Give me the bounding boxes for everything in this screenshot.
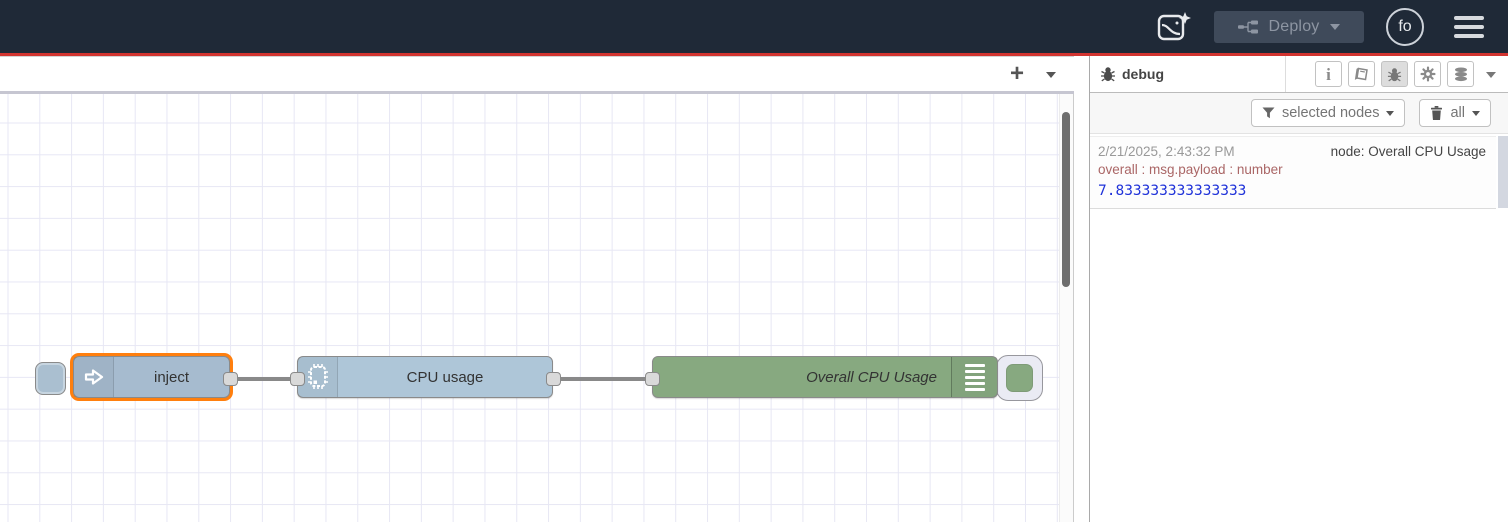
sidebar-header: debug i [1090, 56, 1508, 93]
filter-button-label: selected nodes [1281, 105, 1380, 121]
debug-message-value[interactable]: 7.833333333333333 [1098, 183, 1247, 199]
inject-trigger-button[interactable] [35, 362, 66, 395]
debug-input-port[interactable] [644, 372, 660, 386]
tab-debug[interactable]: debug [1090, 56, 1286, 92]
avatar-initials: fo [1398, 17, 1412, 35]
config-nodes-button[interactable] [1414, 61, 1441, 87]
clear-caret-icon [1472, 110, 1480, 116]
debug-message-timestamp: 2/21/2025, 2:43:32 PM [1098, 144, 1235, 159]
debug-message-meta: 2/21/2025, 2:43:32 PM node: Overall CPU … [1098, 143, 1486, 160]
sidebar-scrollbar-thumb[interactable] [1498, 136, 1508, 208]
inject-node-label: inject [153, 368, 190, 386]
wire-inject-to-cpu[interactable] [230, 377, 300, 381]
debug-toolbar: selected nodes all [1090, 93, 1508, 134]
debug-message-list[interactable]: 2/21/2025, 2:43:32 PM node: Overall CPU … [1090, 134, 1508, 522]
debug-message-property-path: overall : msg.payload : number [1098, 162, 1283, 177]
hamburger-icon [1454, 15, 1484, 20]
context-data-button[interactable] [1447, 61, 1474, 87]
debug-message[interactable]: 2/21/2025, 2:43:32 PM node: Overall CPU … [1090, 136, 1496, 209]
inject-node[interactable]: inject [73, 356, 230, 398]
canvas-vertical-scrollbar-thumb[interactable] [1062, 112, 1070, 287]
deploy-icon [1238, 20, 1259, 34]
add-flow-button[interactable]: + [1009, 60, 1024, 87]
trash-icon [1430, 106, 1443, 120]
flow-canvas[interactable]: inject CPU usage Overall CPU Usage [0, 94, 1074, 522]
debug-toggle-button[interactable] [996, 355, 1043, 401]
deploy-button[interactable]: Deploy [1214, 10, 1364, 43]
filter-caret-icon [1386, 110, 1395, 116]
deploy-button-label: Deploy [1268, 17, 1320, 35]
database-icon [1453, 67, 1469, 82]
book-icon [1354, 67, 1370, 82]
debug-toggle-state [1006, 364, 1033, 392]
cpu-chip-icon [298, 357, 338, 397]
info-tab-button[interactable]: i [1315, 61, 1342, 87]
inject-arrow-icon [74, 357, 114, 397]
deploy-caret-icon[interactable] [1329, 23, 1340, 30]
header-bar: Deploy fo [0, 0, 1508, 53]
debug-clear-button[interactable]: all [1419, 99, 1491, 127]
workspace-tab-bar: + [0, 56, 1074, 94]
info-icon: i [1326, 64, 1331, 84]
debug-filter-button[interactable]: selected nodes [1250, 99, 1406, 127]
cpu-input-port[interactable] [289, 372, 305, 386]
help-tab-button[interactable] [1348, 61, 1375, 87]
sidebar-tool-buttons: i [1286, 61, 1508, 87]
bug-icon [1100, 66, 1116, 82]
debug-list-icon [951, 357, 997, 397]
inject-output-port[interactable] [222, 372, 238, 386]
cpu-usage-node[interactable]: CPU usage [297, 356, 553, 398]
debug-tab-label: debug [1122, 66, 1164, 82]
cpu-usage-node-label: CPU usage [406, 368, 484, 386]
ai-assistant-icon[interactable] [1156, 10, 1192, 44]
user-avatar[interactable]: fo [1386, 7, 1424, 46]
bug-icon [1387, 67, 1402, 82]
funnel-icon [1262, 107, 1275, 119]
flow-list-caret-icon[interactable] [1044, 63, 1058, 85]
gear-icon [1420, 66, 1436, 82]
wire-cpu-to-debug[interactable] [552, 377, 654, 381]
canvas-vertical-scrollbar-track[interactable] [1059, 94, 1073, 522]
debug-tool-button[interactable] [1381, 61, 1408, 87]
debug-sidebar: debug i [1089, 56, 1508, 522]
cpu-output-port[interactable] [545, 372, 561, 386]
main-menu-button[interactable] [1450, 12, 1488, 42]
debug-node-label: Overall CPU Usage [806, 368, 937, 386]
clear-button-label: all [1450, 105, 1465, 121]
header-accent-line [0, 53, 1508, 56]
debug-message-node-name: node: Overall CPU Usage [1330, 144, 1486, 159]
debug-node[interactable]: Overall CPU Usage [652, 356, 998, 398]
sidebar-options-caret-icon[interactable] [1486, 65, 1496, 83]
